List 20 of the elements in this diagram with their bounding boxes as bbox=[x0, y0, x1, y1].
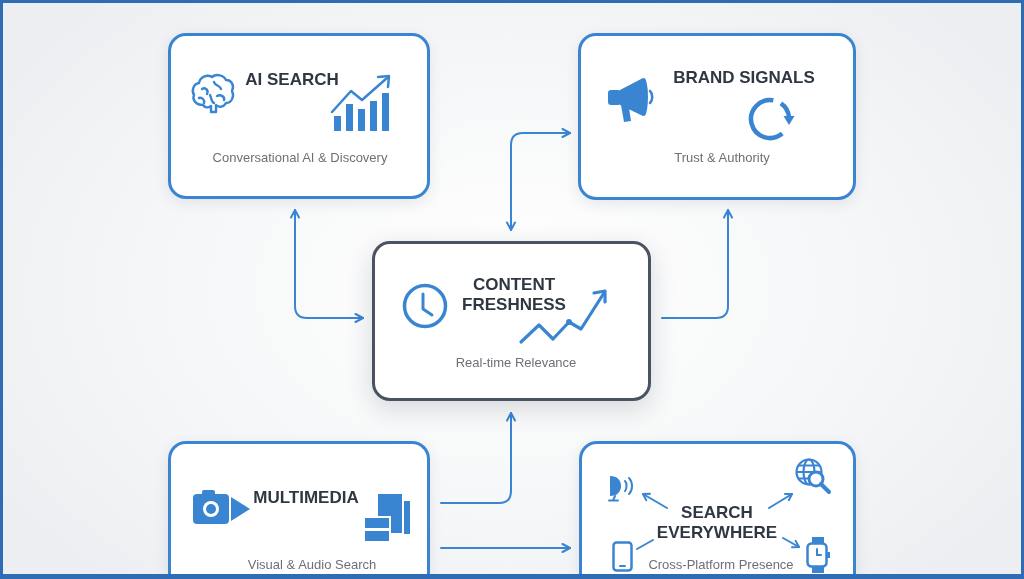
topic-card bbox=[168, 33, 430, 199]
connector-arrow bbox=[440, 412, 516, 504]
connector-arrow bbox=[661, 209, 733, 319]
card-subtitle: Trust & Authority bbox=[674, 150, 770, 166]
topic-card bbox=[168, 441, 430, 574]
connector-arrow bbox=[506, 128, 571, 231]
card-title: BRAND SIGNALS bbox=[673, 68, 815, 88]
card-subtitle: Real-time Relevance bbox=[455, 355, 577, 371]
topic-card bbox=[578, 33, 856, 200]
card-subtitle: Cross-Platform Presence bbox=[648, 557, 794, 573]
card-subtitle: Visual & Audio Search bbox=[247, 557, 377, 573]
card-title: AI SEARCH bbox=[245, 70, 339, 90]
card-title: MULTIMEDIA bbox=[253, 488, 359, 508]
connector-arrow bbox=[440, 543, 571, 553]
central-topic-card bbox=[372, 241, 651, 401]
card-subtitle: Conversational AI & Discovery bbox=[212, 150, 388, 166]
card-title: SEARCH EVERYWHERE bbox=[656, 503, 778, 543]
topic-card bbox=[579, 441, 856, 574]
connector-arrow bbox=[290, 209, 364, 323]
card-title: CONTENT FRESHNESS bbox=[462, 275, 566, 315]
